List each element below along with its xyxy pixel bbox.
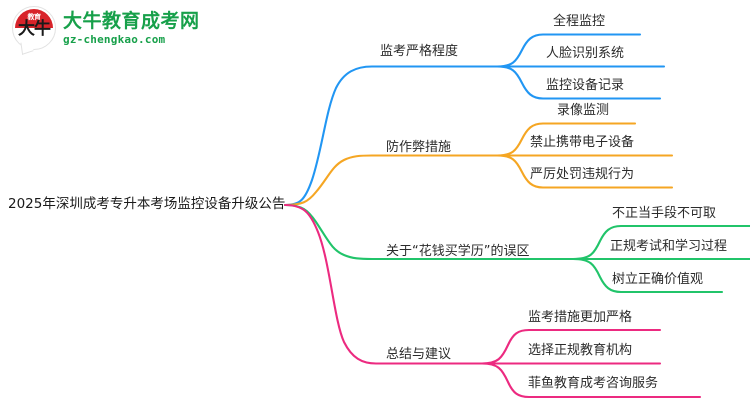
leaf-label-4-3[interactable]: 菲鱼教育成考咨询服务 bbox=[528, 376, 659, 391]
logo-cap-shape: 教育 bbox=[15, 9, 53, 28]
branch-label-4[interactable]: 总结与建议 bbox=[386, 347, 452, 362]
logo-domain: gz-chengkao.com bbox=[63, 32, 166, 46]
leaf-label-2-1[interactable]: 录像监测 bbox=[557, 103, 610, 118]
logo-title: 大牛教育成考网 bbox=[63, 9, 200, 32]
logo-bubble-tail bbox=[20, 39, 34, 55]
logo-mark-label: 大牛 bbox=[18, 19, 51, 39]
site-logo: 教育 大牛 大牛教育成考网 gz-chengkao.com bbox=[12, 6, 200, 55]
branch-label-1[interactable]: 监考严格程度 bbox=[380, 44, 459, 59]
logo-mark-icon: 教育 大牛 bbox=[12, 6, 56, 55]
branch-label-2[interactable]: 防作弊措施 bbox=[386, 140, 452, 155]
leaf-label-1-1[interactable]: 全程监控 bbox=[553, 14, 606, 29]
leaf-label-3-3[interactable]: 树立正确价值观 bbox=[612, 272, 704, 287]
logo-text-block: 大牛教育成考网 gz-chengkao.com bbox=[63, 10, 200, 47]
leaf-label-1-2[interactable]: 人脸识别系统 bbox=[546, 46, 625, 61]
leaf-label-3-2[interactable]: 正规考试和学习过程 bbox=[610, 239, 728, 254]
branch-connector-4 bbox=[283, 203, 702, 399]
leaf-label-2-3[interactable]: 严厉处罚违规行为 bbox=[530, 167, 635, 182]
root-node-label[interactable]: 2025年深圳成考专升本考场监控设备升级公告 bbox=[8, 196, 286, 212]
leaf-label-2-2[interactable]: 禁止携带电子设备 bbox=[530, 135, 635, 150]
leaf-label-3-1[interactable]: 不正当手段不可取 bbox=[612, 206, 717, 221]
leaf-label-1-3[interactable]: 监控设备记录 bbox=[546, 78, 625, 93]
leaf-label-4-1[interactable]: 监考措施更加严格 bbox=[528, 310, 633, 325]
logo-cap-label: 教育 bbox=[27, 14, 42, 21]
leaf-label-4-2[interactable]: 选择正规教育机构 bbox=[528, 343, 633, 358]
branch-label-3[interactable]: 关于“花钱买学历”的误区 bbox=[386, 244, 530, 259]
